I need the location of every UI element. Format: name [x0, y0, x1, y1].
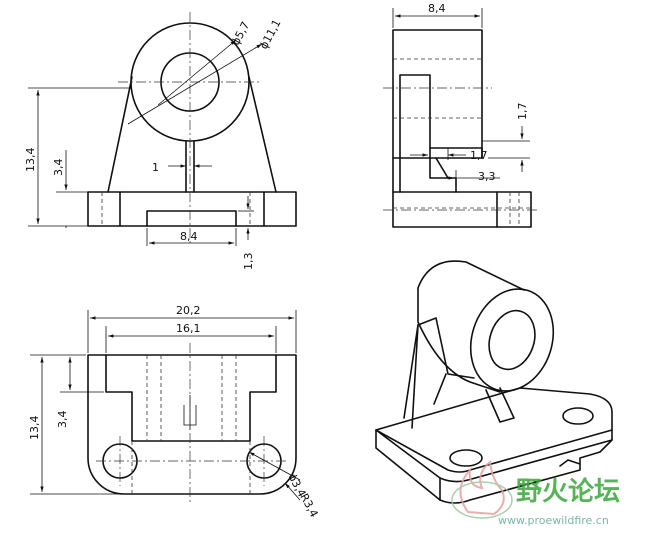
front-view: ϕ5,7 ϕ11,1 13,4 3,4 1 8,4 1,3 — [24, 12, 297, 271]
dim-depth-13-4: 13,4 — [28, 416, 41, 441]
dim-width-20-2: 20,2 — [176, 304, 201, 317]
front-base — [87, 191, 297, 227]
dim-upright-3-4: 3,4 — [56, 411, 69, 429]
iso-hole-back — [562, 407, 594, 425]
watermark-title: 野火论坛 — [516, 477, 620, 507]
iso-bore — [488, 309, 536, 371]
top-upright-footprint — [105, 354, 277, 442]
dim-diameter-5-7: ϕ5,7 — [229, 19, 252, 47]
dim-slot-1: 1 — [152, 161, 159, 174]
iso-cylinder-top — [417, 260, 525, 291]
watermark-url: www.proewildfire.cn — [498, 514, 609, 527]
dim-diameter-11-1: ϕ11,1 — [257, 17, 283, 51]
dim-horizontal-1-7: 1,7 — [470, 149, 488, 162]
side-view: 8,4 1,7 1,7 3,3 — [383, 2, 540, 228]
dim-base-3-4: 3,4 — [52, 159, 65, 177]
front-rib-right — [248, 76, 277, 193]
side-base — [392, 191, 532, 228]
front-base-slot — [146, 210, 237, 227]
front-rib-left — [107, 76, 133, 193]
flame-logo-icon — [451, 460, 513, 519]
iso-rib — [485, 387, 515, 423]
side-upright — [392, 29, 483, 159]
iso-base-top — [375, 387, 613, 473]
dim-slot-depth-1-3: 1,3 — [242, 253, 255, 271]
iso-cylinder-face — [469, 288, 555, 392]
isometric-view — [375, 260, 613, 504]
dim-width-8-4: 8,4 — [428, 2, 446, 15]
watermark: 野火论坛 www.proewildfire.cn — [451, 460, 620, 527]
dim-vertical-1-7: 1,7 — [516, 103, 529, 121]
dim-slot-8-4: 8,4 — [180, 230, 198, 243]
dim-corner-radius-3-4: R3,4 — [297, 491, 320, 519]
dim-height-13-4: 13,4 — [24, 148, 37, 173]
iso-hole-front — [449, 449, 483, 467]
iso-web — [403, 317, 475, 419]
dim-rib-3-3: 3,3 — [478, 170, 496, 183]
side-rib — [399, 74, 483, 193]
top-outline — [87, 354, 297, 495]
top-view: 20,2 16,1 13,4 3,4 ϕ3,4 R3,4 — [28, 304, 321, 520]
dim-width-16-1: 16,1 — [176, 322, 201, 335]
